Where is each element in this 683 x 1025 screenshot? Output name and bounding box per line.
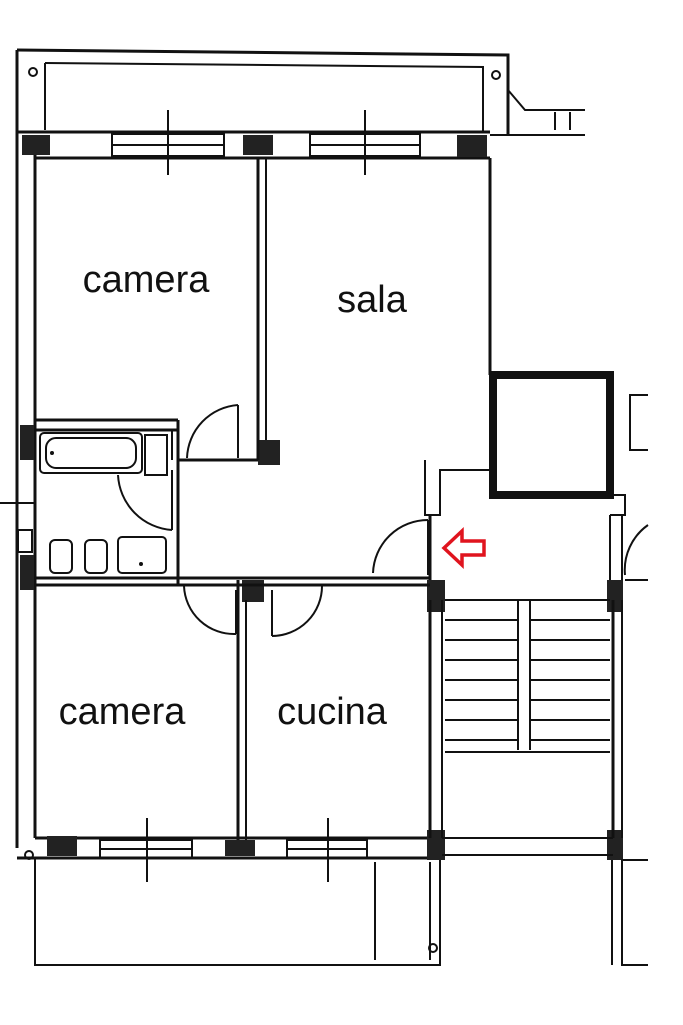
room-label-sala: sala [337, 279, 408, 321]
windows [99, 110, 421, 882]
interior-walls [35, 158, 648, 966]
entrance-arrow-icon [441, 526, 486, 570]
corner-mark [491, 70, 501, 80]
staircase [445, 599, 610, 753]
room-label-cucina: cucina [277, 691, 388, 733]
room-label-camera-top: camera [83, 259, 211, 301]
outer-walls [15, 48, 585, 966]
pillars [20, 135, 623, 860]
corner-mark [428, 943, 438, 953]
doors [117, 404, 649, 637]
corner-mark [24, 850, 34, 860]
room-label-camera-bottom: camera [59, 691, 187, 733]
corner-mark [28, 67, 38, 77]
bathroom-fixtures [0, 432, 168, 574]
